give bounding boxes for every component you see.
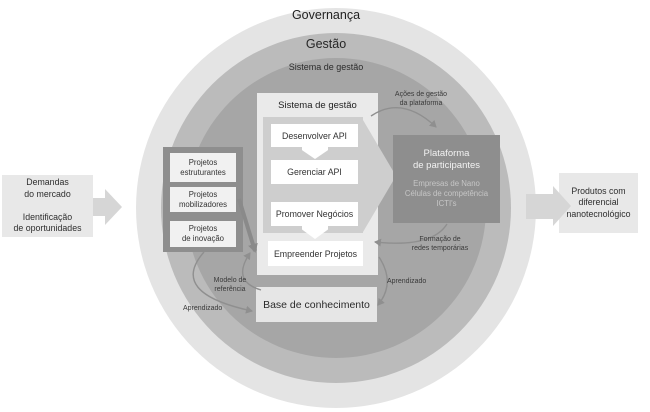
input-right-arrow-icon — [105, 189, 122, 225]
mobilizing-projects-box: Projetos mobilizadores — [170, 187, 236, 212]
input-arrow-body — [93, 198, 105, 216]
market-demands-box: Demandas do mercado Identificação de opo… — [2, 175, 93, 237]
management-system-box-title: Sistema de gestão — [278, 100, 357, 111]
knowledge-base-box: Base de conhecimento — [256, 287, 377, 322]
participants-platform-title: Plataforma de participantes — [412, 148, 481, 171]
learning-label-left: Aprendizado — [183, 305, 223, 312]
management-label: Gestão — [305, 37, 347, 51]
innovation-projects-box: Projetos de inovação — [170, 221, 236, 247]
network-formation-label: Formação de redes temporárias — [411, 236, 469, 253]
learning-label-right: Aprendizado — [387, 278, 427, 285]
develop-api-box: Desenvolver API — [271, 124, 358, 147]
management-system-ring-label: Sistema de gestão — [288, 62, 364, 72]
output-right-arrow-icon — [553, 186, 571, 226]
participants-platform-box: Plataforma de participantes Empresas de … — [393, 135, 500, 223]
platform-flow-arrow-icon — [363, 120, 396, 232]
promote-business-box: Promover Negócios — [271, 202, 358, 226]
structuring-projects-box: Projetos estruturantes — [170, 153, 236, 182]
nanotech-products-box: Produtos com diferencial nanotecnológico — [559, 173, 638, 233]
participants-platform-subtitle: Empresas de Nano Células de competência … — [404, 178, 489, 208]
output-arrow-body — [526, 194, 553, 219]
management-actions-label: Ações de gestão da plataforma — [394, 91, 448, 108]
manage-api-box: Gerenciar API — [271, 160, 358, 184]
governance-label: Governança — [291, 8, 361, 22]
reference-model-label: Modelo de referência — [213, 277, 247, 294]
undertake-projects-box: Empreender Projetos — [268, 241, 363, 266]
